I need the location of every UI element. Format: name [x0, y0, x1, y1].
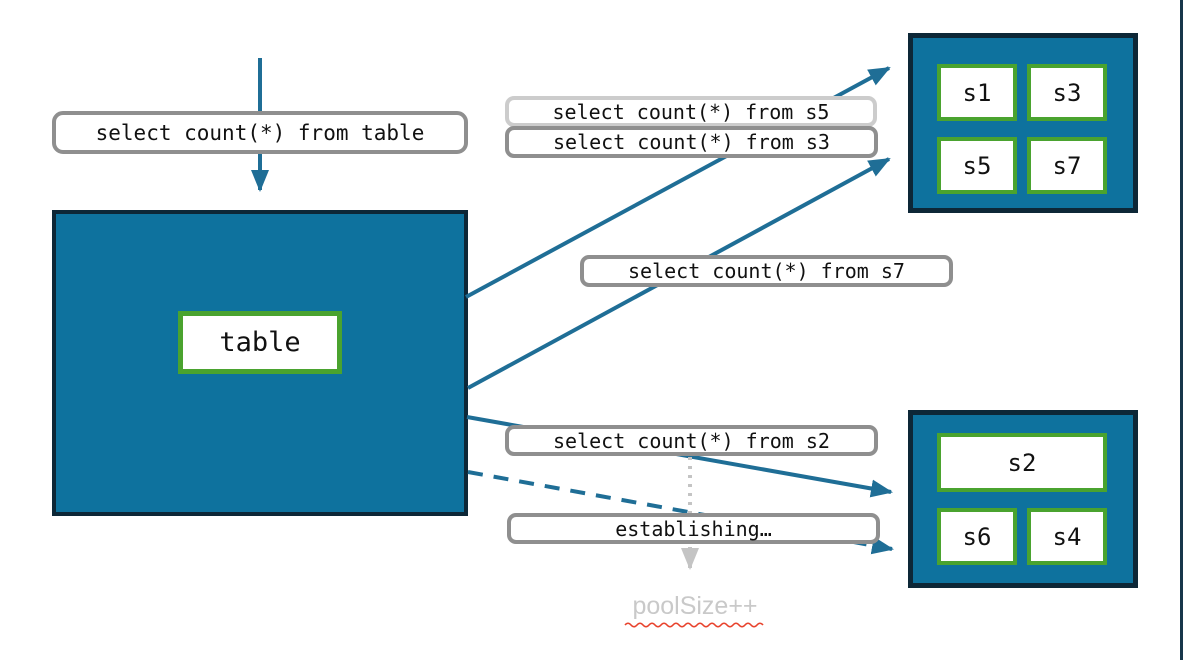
table-inner-box: table [178, 311, 342, 374]
query-text-from-table: select count(*) from table [95, 120, 425, 145]
shard-s1-label: s1 [962, 78, 992, 107]
query-text-from-s2: select count(*) from s2 [553, 428, 830, 453]
shard-s5-label: s5 [962, 151, 992, 180]
poolsize-note: poolSize++ [600, 592, 790, 628]
query-label-from-s2: select count(*) from s2 [505, 425, 878, 456]
shard-s1: s1 [937, 64, 1017, 121]
shard-s5: s5 [937, 137, 1017, 194]
table-node: table [52, 210, 468, 516]
shard-box-top: s1 s3 s5 s7 [908, 33, 1138, 213]
query-label-from-s7: select count(*) from s7 [580, 255, 953, 287]
shard-s6: s6 [937, 508, 1017, 565]
shard-box-bottom: s2 s6 s4 [908, 410, 1138, 588]
query-text-from-s7: select count(*) from s7 [628, 259, 905, 283]
shard-s2-label: s2 [1007, 448, 1037, 477]
query-label-establishing: establishing… [507, 513, 880, 544]
query-label-from-table: select count(*) from table [52, 111, 468, 154]
query-label-from-s5: select count(*) from s5 [505, 96, 877, 127]
right-edge-line [1180, 0, 1183, 660]
table-label: table [219, 327, 301, 358]
shard-s4-label: s4 [1052, 522, 1082, 551]
shard-s3: s3 [1027, 64, 1107, 121]
spellcheck-squiggle [624, 622, 764, 628]
query-text-establishing: establishing… [615, 516, 772, 541]
arrow-table-to-bottombox-dashed [467, 470, 894, 555]
shard-s7: s7 [1027, 137, 1107, 194]
query-label-from-s3: select count(*) from s3 [505, 126, 878, 158]
shard-s7-label: s7 [1052, 151, 1082, 180]
query-text-from-s3: select count(*) from s3 [553, 130, 830, 154]
poolsize-text: poolSize++ [632, 592, 758, 620]
shard-s4: s4 [1027, 508, 1107, 565]
query-text-from-s5: select count(*) from s5 [552, 99, 830, 124]
shard-s3-label: s3 [1052, 78, 1082, 107]
shard-s2: s2 [937, 433, 1107, 492]
shard-s6-label: s6 [962, 522, 992, 551]
